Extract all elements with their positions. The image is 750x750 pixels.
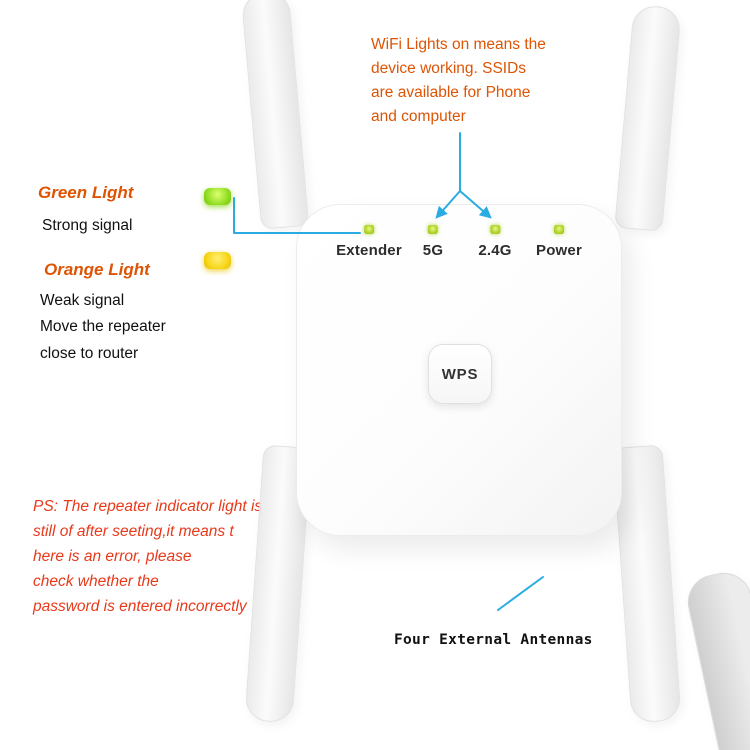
- 2-4g-led-icon: [489, 225, 500, 234]
- antenna-top-left: [240, 0, 310, 230]
- power-led-icon: [553, 225, 564, 234]
- orange-light-title: Orange Light: [44, 260, 150, 279]
- four-antennas-label: Four External Antennas: [394, 632, 593, 648]
- 5g-led-icon: [427, 225, 438, 234]
- orange-light-desc: Weak signal Move the repeater close to r…: [40, 292, 166, 362]
- led-item-extender: Extender: [336, 225, 402, 259]
- 2-4g-led-label: 2.4G: [478, 242, 512, 259]
- green-light-indicator: [204, 188, 231, 205]
- led-item-2-4g: 2.4G: [478, 225, 511, 259]
- power-led-label: Power: [535, 242, 583, 259]
- green-light-title: Green Light: [38, 183, 134, 202]
- 5g-led-label: 5G: [422, 242, 444, 259]
- green-light-desc: Strong signal: [42, 217, 133, 234]
- repeater-device-body: Extender 5G 2.4G Power WPS: [296, 204, 622, 536]
- wps-button: WPS: [428, 344, 492, 404]
- wifi-lights-note: WiFi Lights on means the device working.…: [371, 36, 546, 126]
- antenna-bottom-right: [612, 444, 682, 724]
- antenna-edge-partial: [682, 567, 750, 750]
- antenna-top-right: [614, 4, 682, 232]
- ps-note: PS: The repeater indicator light is stil…: [33, 498, 263, 616]
- led-item-power: Power: [536, 225, 582, 259]
- wps-button-label: WPS: [441, 365, 479, 383]
- led-item-5g: 5G: [423, 225, 443, 259]
- orange-light-indicator: [204, 252, 231, 269]
- extender-led-label: Extender: [336, 242, 402, 259]
- extender-led-icon: [363, 225, 374, 234]
- callout-line-antennas: [497, 576, 544, 611]
